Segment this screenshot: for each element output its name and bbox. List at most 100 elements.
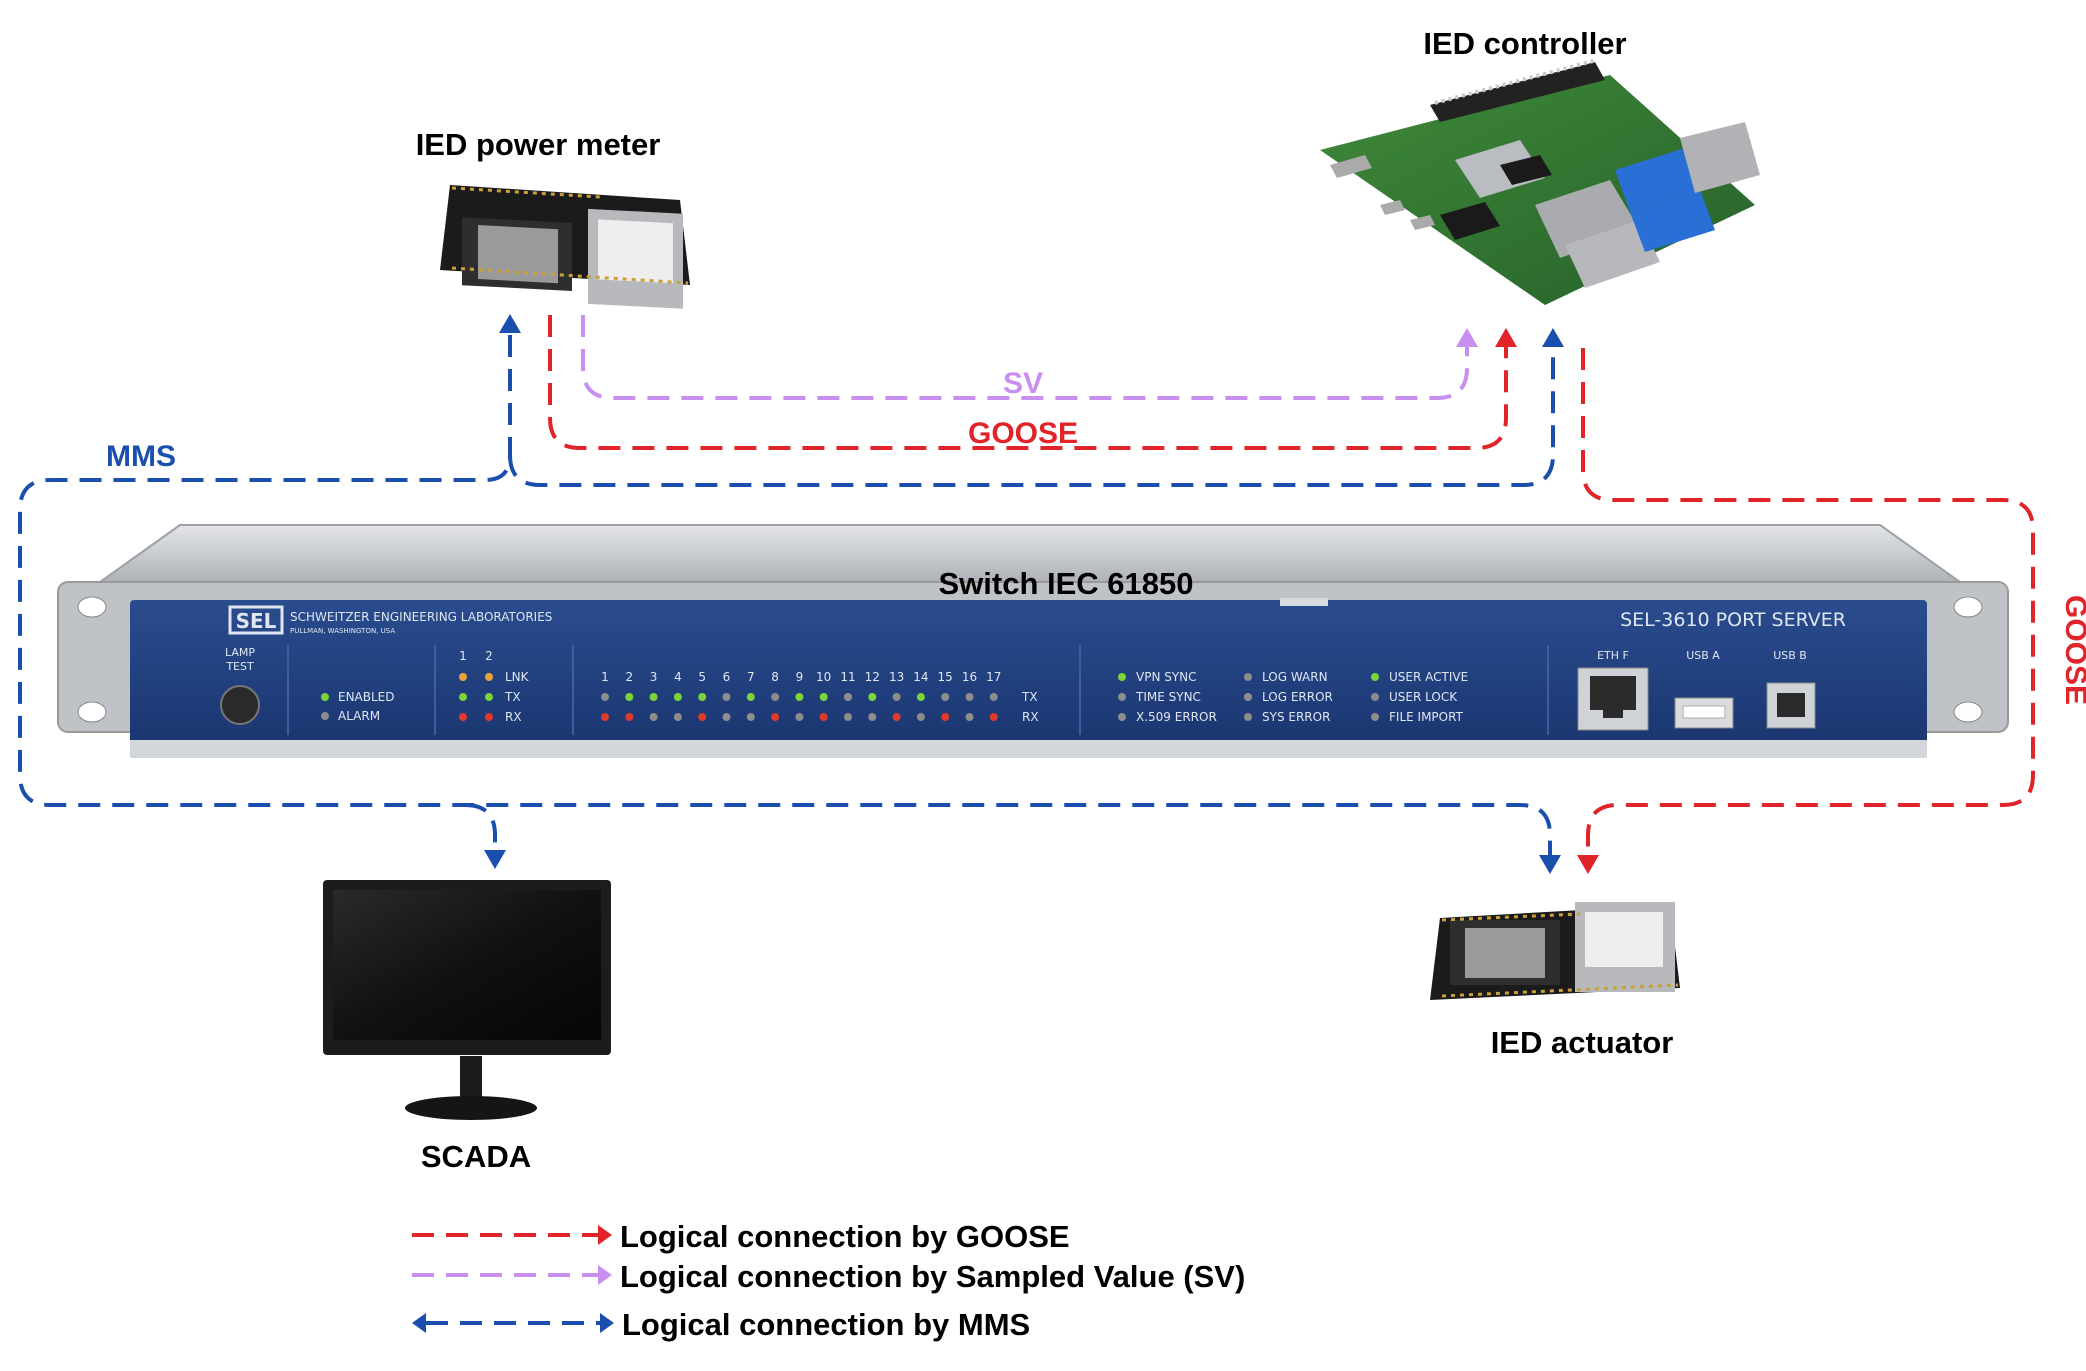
port-number-4: 4 (674, 670, 682, 684)
sys-error-label: SYS ERROR (1262, 710, 1330, 724)
lnk-led-2 (485, 673, 493, 681)
power-meter-label: IED power meter (416, 127, 661, 162)
legend-mms-arrow-right (600, 1313, 614, 1333)
tx-led-2 (485, 693, 493, 701)
mms-arrow-head-controller (1542, 328, 1564, 347)
port-number-7: 7 (747, 670, 755, 684)
port-2-rx-led (625, 713, 634, 721)
panel-dividers (287, 645, 1549, 735)
actuator-label: IED actuator (1491, 1025, 1674, 1060)
port-6-rx-led (722, 713, 731, 721)
port-number-9: 9 (796, 670, 804, 684)
port-13-rx-led (892, 713, 901, 721)
port-7-rx-led (746, 713, 755, 721)
vpn-sync-label: VPN SYNC (1136, 670, 1197, 684)
port-4-tx-led (673, 693, 682, 701)
tx-label-left: TX (504, 690, 521, 704)
enabled-label: ENABLED (338, 690, 395, 704)
port-number-12: 12 (865, 670, 880, 684)
goose-right-label: GOOSE (2059, 595, 2086, 705)
legend-mms-arrow-left (412, 1313, 426, 1333)
sel-logo (228, 605, 284, 635)
x509-error-led (1118, 713, 1126, 721)
port-6-tx-led (722, 693, 731, 701)
rx-led-1 (459, 713, 467, 721)
port-1-tx-led (601, 693, 609, 701)
port-number-11: 11 (840, 670, 855, 684)
sys-error-led (1244, 713, 1252, 721)
scada-label: SCADA (421, 1139, 531, 1174)
model-name: SEL-3610 PORT SERVER (1620, 609, 1846, 631)
sv-arrow-head (1456, 328, 1478, 347)
port-number-5: 5 (698, 670, 706, 684)
port-number-10: 10 (816, 670, 831, 684)
port-8-tx-led (771, 693, 780, 701)
port-7-tx-led (746, 693, 755, 701)
rx-led-2 (485, 713, 493, 721)
port-number-2: 2 (625, 670, 633, 684)
port-5-rx-led (698, 713, 707, 721)
goose-arrow-head-actuator (1577, 855, 1599, 874)
tx-led-1 (459, 693, 467, 701)
port-16-tx-led (965, 693, 974, 701)
legend-goose: Logical connection by GOOSE (412, 1219, 1070, 1254)
mms-arrow-head-actuator (1539, 855, 1561, 874)
scada-monitor-icon (323, 880, 611, 1120)
port-number-6: 6 (723, 670, 731, 684)
switch-label: Switch IEC 61850 (938, 566, 1193, 601)
port-17-rx-led (989, 713, 998, 721)
port-15-tx-led (941, 693, 950, 701)
mms-arrow-head-scada (484, 850, 506, 869)
lamp-test-button[interactable] (220, 685, 260, 725)
port-10-rx-led (819, 713, 828, 721)
port-11-rx-led (844, 713, 852, 721)
time-sync-led (1118, 693, 1126, 701)
file-import-label: FILE IMPORT (1389, 710, 1464, 724)
log-error-label: LOG ERROR (1262, 690, 1333, 704)
port-number-3: 3 (650, 670, 658, 684)
port-5-tx-led (698, 693, 707, 701)
mms-label: MMS (106, 440, 176, 473)
goose-arrow-head-controller (1495, 328, 1517, 347)
lamp-test-label-1: LAMP (225, 646, 255, 659)
lnk-port-1: 1 (459, 649, 467, 663)
rx-label-left: RX (505, 710, 522, 724)
port-11-tx-led (844, 693, 852, 701)
legend-sv-arrow (598, 1265, 612, 1285)
port-17-tx-led (989, 693, 998, 701)
port-15-rx-led (941, 713, 950, 721)
port-14-rx-led (916, 713, 925, 721)
port-9-tx-led (795, 693, 804, 701)
switch-chassis (57, 524, 2009, 758)
port-16-rx-led (965, 713, 974, 721)
port-3-rx-led (649, 713, 658, 721)
port-number-1: 1 (601, 670, 609, 684)
port-1-rx-led (601, 713, 609, 721)
power-meter-board-icon (440, 185, 690, 309)
usb-b-label: USB B (1773, 649, 1807, 662)
port-12-rx-led (868, 713, 877, 721)
file-import-led (1371, 713, 1379, 721)
sel-logo-text: SEL (236, 609, 277, 633)
legend: Logical connection by GOOSE Logical conn… (412, 1219, 1245, 1342)
tx-label-right: TX (1021, 690, 1038, 704)
user-lock-led (1371, 693, 1379, 701)
log-warn-led (1244, 673, 1252, 681)
port-number-16: 16 (962, 670, 977, 684)
port-9-rx-led (795, 713, 804, 721)
goose-connection-right (1581, 348, 2035, 855)
legend-sv: Logical connection by Sampled Value (SV) (412, 1259, 1245, 1294)
goose-top-label: GOOSE (968, 417, 1078, 450)
brand-location: PULLMAN, WASHINGTON, USA (290, 627, 395, 635)
port-number-8: 8 (771, 670, 779, 684)
sv-label: SV (1003, 367, 1043, 400)
time-sync-label: TIME SYNC (1135, 690, 1201, 704)
mms-arrow-head-power-meter (499, 314, 521, 333)
lnk-led-1 (459, 673, 467, 681)
port-number-15: 15 (938, 670, 953, 684)
x509-error-label: X.509 ERROR (1136, 710, 1217, 724)
rx-label-right: RX (1022, 710, 1039, 724)
legend-mms: Logical connection by MMS (412, 1307, 1030, 1342)
